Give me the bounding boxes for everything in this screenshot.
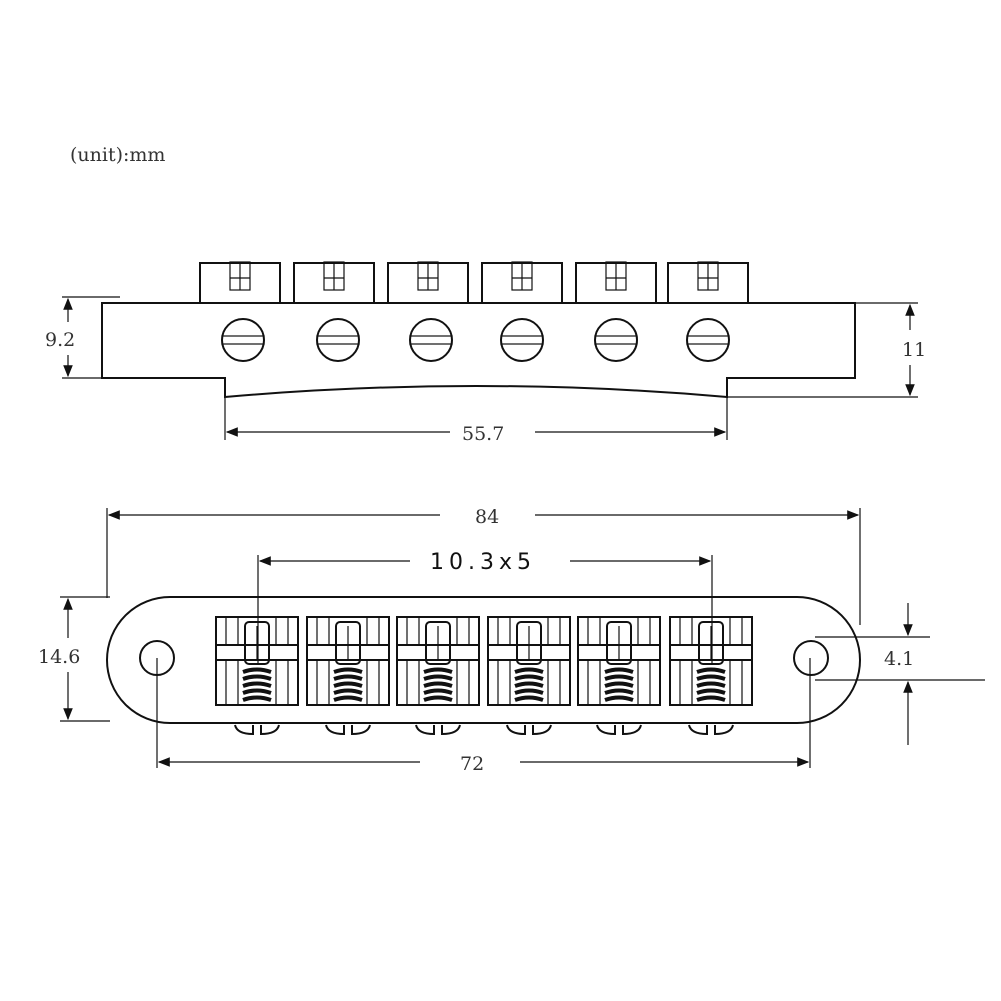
spring-coil <box>423 695 453 702</box>
saddle-tab <box>415 724 461 736</box>
dim-hole-diameter: 4.1 <box>884 648 914 670</box>
side-saddle <box>575 261 657 304</box>
saddle-tab <box>596 724 642 736</box>
spring-coil <box>514 681 544 688</box>
saddle-screw <box>244 621 270 665</box>
spring-coil <box>423 688 453 695</box>
spring-coil <box>514 674 544 681</box>
saddle-screw <box>606 621 632 665</box>
screw-head <box>316 318 360 362</box>
dim-width: 14.6 <box>38 646 80 668</box>
top-view <box>106 596 861 736</box>
screw-head <box>500 318 544 362</box>
saddle-tab <box>234 724 280 736</box>
spring-coil <box>242 674 272 681</box>
dim-height-left: 9.2 <box>45 329 75 351</box>
unit-note: (unit):mm <box>70 144 165 166</box>
spring-coil <box>604 688 634 695</box>
saddle-tab <box>325 724 371 736</box>
saddle <box>306 616 390 736</box>
spring-coil <box>242 695 272 702</box>
spring-coil <box>423 681 453 688</box>
dim-total-length: 84 <box>475 506 499 528</box>
spring-coil <box>333 688 363 695</box>
spring-coil <box>423 667 453 674</box>
screw-head <box>221 318 265 362</box>
saddle-screw <box>425 621 451 665</box>
saddle-screw <box>335 621 361 665</box>
side-saddle <box>199 261 281 304</box>
side-saddle <box>667 261 749 304</box>
saddle-tab <box>506 724 552 736</box>
screw-head <box>594 318 638 362</box>
side-saddle <box>387 261 469 304</box>
saddle <box>669 616 753 736</box>
spring-coil <box>696 688 726 695</box>
saddle-screw <box>516 621 542 665</box>
screw-head <box>409 318 453 362</box>
spring-coil <box>242 667 272 674</box>
spring-coil <box>423 674 453 681</box>
spring-coil <box>696 674 726 681</box>
dim-base-length: 55.7 <box>462 423 504 445</box>
spring-coil <box>604 667 634 674</box>
spring-coil <box>333 667 363 674</box>
saddle <box>577 616 661 736</box>
spring-coil <box>333 681 363 688</box>
spring-coil <box>242 688 272 695</box>
spring-coil <box>242 681 272 688</box>
saddle-tab <box>688 724 734 736</box>
spring-coil <box>514 688 544 695</box>
screw-head <box>686 318 730 362</box>
saddle-screw <box>698 621 724 665</box>
dim-saddle-spacing: 10.3x5 <box>430 550 536 575</box>
spring-coil <box>696 681 726 688</box>
spring-coil <box>696 695 726 702</box>
dim-hole-spacing: 72 <box>460 753 484 775</box>
side-view <box>101 261 856 399</box>
spring-coil <box>514 667 544 674</box>
spring-coil <box>604 695 634 702</box>
dim-height-right: 11 <box>902 339 926 361</box>
bridge-body-side <box>101 302 856 399</box>
side-saddle <box>481 261 563 304</box>
spring-coil <box>333 695 363 702</box>
spring-coil <box>696 667 726 674</box>
saddle <box>487 616 571 736</box>
saddle <box>215 616 299 736</box>
mount-hole-right <box>793 640 829 676</box>
spring-coil <box>604 681 634 688</box>
spring-coil <box>333 674 363 681</box>
spring-coil <box>514 695 544 702</box>
saddle <box>396 616 480 736</box>
spring-coil <box>604 674 634 681</box>
side-saddle <box>293 261 375 304</box>
bridge-body-top <box>106 596 861 724</box>
